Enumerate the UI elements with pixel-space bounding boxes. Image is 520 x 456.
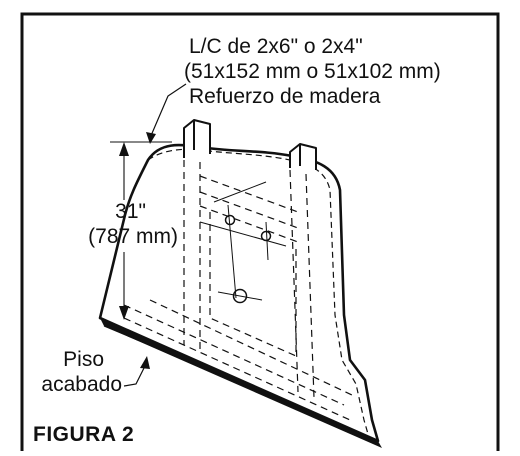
centerline	[213, 181, 267, 203]
hidden-framing	[123, 160, 353, 421]
bottom-plate-bottom	[123, 317, 351, 421]
blocking-spec-line2: (51x152 mm o 51x102 mm)	[184, 60, 441, 83]
blocking-spec-line3: Refuerzo de madera	[189, 85, 381, 108]
hole-lower	[232, 288, 248, 304]
dimension-arrow-bottom	[119, 306, 129, 320]
dimension-arrow-top	[119, 142, 129, 156]
right-stud-edge	[289, 169, 299, 393]
spec-leader-line	[149, 83, 187, 139]
stud-tops	[183, 119, 317, 170]
right-stud-top	[289, 143, 317, 170]
height-dimension-inches: 31"	[115, 200, 146, 223]
mounting-marks	[199, 181, 287, 304]
figure-caption: FIGURA 2	[33, 423, 135, 446]
centerline	[217, 291, 263, 301]
floor-label-line1: Piso	[63, 348, 104, 371]
wall-surface-edge	[147, 148, 371, 442]
blocking-bottom	[199, 205, 299, 243]
blocking-top	[199, 175, 299, 213]
bottom-plate-top	[123, 304, 345, 406]
hole-upper-right	[260, 230, 272, 242]
spec-leader-arrow	[146, 132, 156, 144]
bottom-plate-back	[149, 299, 353, 396]
blocking-panel	[209, 212, 297, 357]
centerline	[199, 221, 287, 247]
right-stud-edge	[305, 173, 315, 399]
centerline	[227, 204, 237, 299]
height-dimension-mm: (787 mm)	[88, 225, 178, 248]
blocking-spec-line1: L/C de 2x6" o 2x4"	[189, 35, 363, 58]
floor-edge	[103, 325, 379, 442]
floor-leader-line	[123, 363, 147, 387]
blocking-mid	[199, 191, 299, 229]
left-stud-top	[183, 119, 211, 158]
wall-outline	[98, 143, 380, 443]
figure-frame	[20, 12, 500, 451]
floor-leader-arrow	[140, 356, 150, 369]
floor-label-line2: acabado	[41, 373, 122, 396]
hole-upper-left	[224, 214, 236, 226]
